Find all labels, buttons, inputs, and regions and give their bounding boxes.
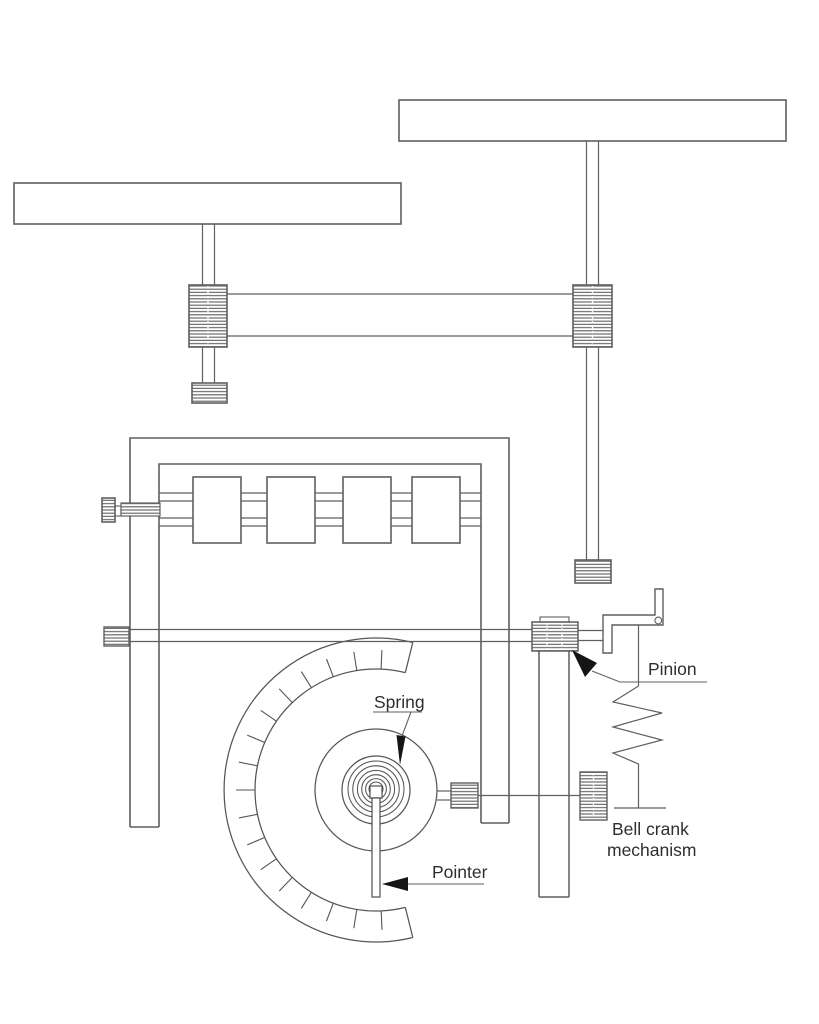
spring-label: Spring — [374, 692, 425, 712]
dial-assembly — [223, 637, 438, 943]
annotations: Pinion Spring Pointer Bell crank mechani… — [373, 650, 707, 891]
gear-block-1 — [192, 476, 242, 544]
gear-frame — [101, 437, 510, 828]
cross-links — [227, 293, 573, 337]
gear-block-3 — [342, 476, 392, 544]
support-column — [538, 651, 570, 898]
frame-inner — [158, 463, 482, 827]
gear-block-4 — [411, 476, 461, 544]
dial-scale-outer-arc — [223, 637, 413, 943]
pointer-arrowhead — [382, 877, 408, 891]
input-knob — [101, 497, 116, 523]
spring-leader-line — [401, 711, 412, 737]
spring-zigzag — [610, 685, 665, 808]
crank-pivot — [654, 616, 663, 625]
pointer-label: Pointer — [432, 862, 488, 882]
knurled-input-shaft — [120, 502, 161, 517]
pinion-label: Pinion — [648, 659, 697, 679]
input-knob-neck — [114, 505, 122, 517]
pointer-needle — [371, 797, 381, 898]
frame-outer — [129, 437, 510, 827]
crank-body — [602, 588, 664, 654]
main-shaft — [103, 626, 603, 647]
dial-ticks — [236, 650, 383, 930]
crank-handle — [602, 588, 664, 686]
dial-scale-end-top — [404, 642, 414, 673]
bell-crank-label-line2: mechanism — [607, 840, 696, 860]
pinion-arrowhead — [572, 650, 597, 677]
dial-scale-end-bottom — [404, 907, 414, 938]
top-beam-right — [398, 99, 787, 142]
knurled-end-cap-right — [574, 559, 612, 584]
knurled-dial-pinion — [450, 782, 479, 809]
upper-linkage — [13, 99, 787, 584]
right-rod — [585, 141, 600, 560]
gear-block-2 — [266, 476, 316, 544]
helical-spring — [610, 685, 666, 809]
bell-crank-label-line1: Bell crank — [612, 819, 689, 839]
spindle-hub — [369, 785, 383, 799]
pinion-leader-line — [591, 670, 707, 683]
knurled-end-cap-left — [191, 382, 228, 404]
left-rod — [201, 224, 216, 383]
pinion-assembly — [531, 616, 579, 898]
dial-scale-inner-arc — [254, 668, 406, 912]
top-beam-left — [13, 182, 402, 225]
bell-crank-assembly — [437, 771, 608, 821]
knurled-shaft-cap-left — [103, 626, 130, 647]
pinion-gear — [531, 621, 579, 652]
spring-arrowhead — [396, 735, 406, 765]
